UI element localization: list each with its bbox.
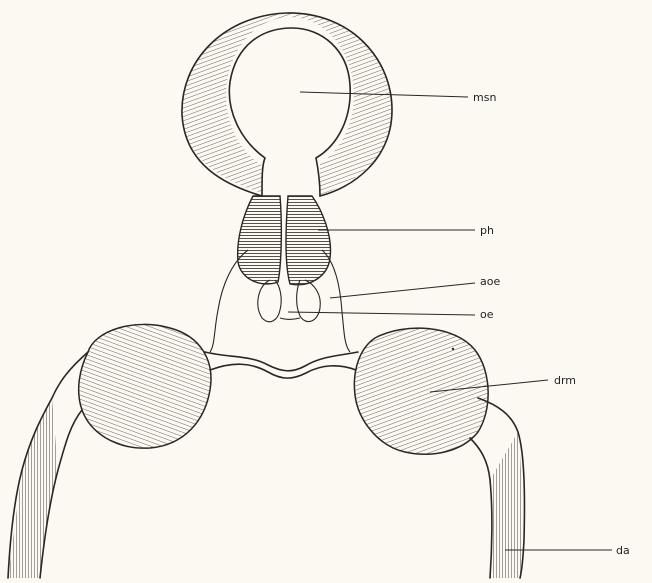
right-lateral-mass: [354, 328, 524, 578]
label-aoe: aoe: [480, 275, 500, 288]
label-ph: ph: [480, 224, 494, 237]
left-lateral-mass: [8, 324, 211, 578]
label-oe: oe: [480, 308, 494, 321]
label-drm: drm: [554, 374, 576, 387]
neural-tube: [170, 5, 410, 215]
label-msn: msn: [473, 91, 496, 104]
label-da: da: [616, 544, 630, 557]
central-band: [205, 352, 358, 378]
